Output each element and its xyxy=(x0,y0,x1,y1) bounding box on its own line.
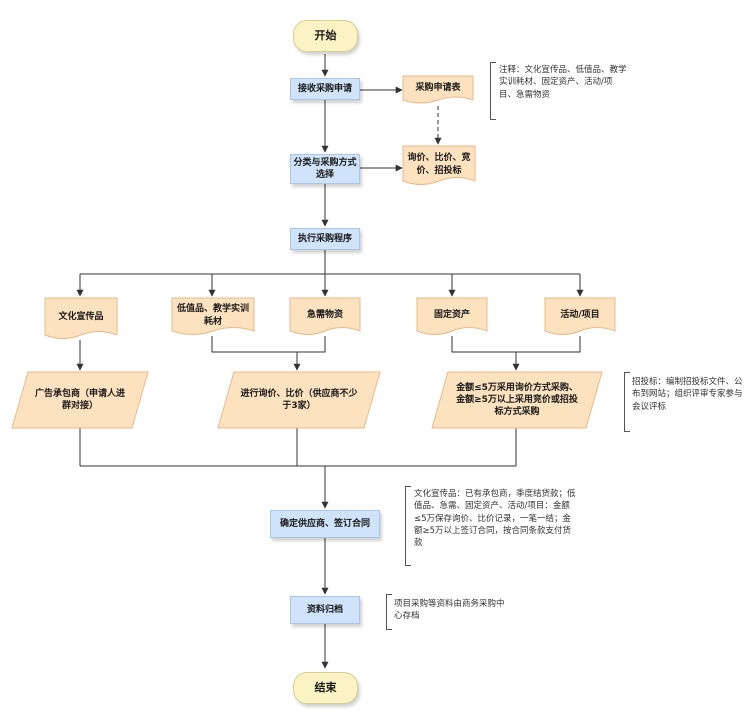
document-shape-icon xyxy=(171,297,255,335)
fixed-assets-doc: 固定资产 xyxy=(416,297,488,338)
execute-label: 执行采购程序 xyxy=(297,233,352,244)
note-categories: 注释：文化宣传品、低值品、教学实训耗材、固定资产、活动/项目、急需物资 xyxy=(499,65,627,100)
receive-request-box: 接收采购申请 xyxy=(290,78,360,100)
note-bidding: 招投标：编制招投标文件、公布到网站；组织评审专家参与会议评标 xyxy=(632,377,743,412)
parallelogram-shape-icon xyxy=(431,371,603,429)
parallelogram-shape-icon xyxy=(11,371,149,429)
activity-label: 活动/项目 xyxy=(560,310,600,321)
document-shape-icon xyxy=(289,297,361,335)
confirm-supplier-label: 确定供应商、签订合同 xyxy=(279,518,370,529)
document-shape-icon xyxy=(544,297,616,335)
end-label: 结束 xyxy=(314,680,337,694)
contractor-data: 广告承包商（申请人进群对接） xyxy=(11,371,149,429)
document-shape-icon xyxy=(416,297,488,335)
classify-label: 分类与采购方式选择 xyxy=(293,157,357,180)
amount-rule-label: 金额≤5万采用询价方式采购、金额≥5万以上采用竞价或招投标方式采购 xyxy=(456,382,578,418)
classify-box: 分类与采购方式选择 xyxy=(290,154,360,184)
activity-doc: 活动/项目 xyxy=(544,297,616,338)
confirm-supplier-box: 确定供应商、签订合同 xyxy=(270,510,380,538)
request-form-doc: 采购申请表 xyxy=(402,75,474,106)
urgent-doc: 急需物资 xyxy=(289,297,361,338)
quote-methods-label: 询价、比价、竞价、招投标 xyxy=(407,153,471,176)
promo-doc: 文化宣传品 xyxy=(44,297,118,342)
low-value-label: 低值品、教学实训耗材 xyxy=(176,304,249,327)
low-value-doc: 低值品、教学实训耗材 xyxy=(171,297,255,338)
archive-box: 资料归档 xyxy=(290,596,360,624)
start-label: 开始 xyxy=(314,28,337,42)
start-node: 开始 xyxy=(293,20,358,52)
merge-lowvalue-urgent xyxy=(211,336,326,353)
document-shape-icon xyxy=(402,75,474,104)
amount-rule-data: 金额≤5万采用询价方式采购、金额≥5万以上采用竞价或招投标方式采购 xyxy=(431,371,603,429)
note1-bracket xyxy=(490,62,496,120)
merge-fixed-activity xyxy=(451,336,581,353)
fixed-assets-label: 固定资产 xyxy=(433,310,470,321)
note3-bracket xyxy=(405,486,411,566)
parallelogram-shape-icon xyxy=(217,371,381,429)
end-node: 结束 xyxy=(293,672,358,704)
note2-bracket xyxy=(624,372,630,432)
inquiry-label: 进行询价、比价（供应商不少于3家） xyxy=(240,388,358,411)
execute-box: 执行采购程序 xyxy=(290,228,360,250)
document-shape-icon xyxy=(402,145,476,185)
promo-label: 文化宣传品 xyxy=(58,312,104,323)
note-payment: 文化宣传品：已有承包商，季度结货款；低值品、急需、固定资产、活动/项目：金额≤5… xyxy=(414,489,576,549)
request-form-label: 采购申请表 xyxy=(415,83,461,94)
note-archive: 项目采购等资料由商务采购中心存档 xyxy=(394,599,505,622)
note4-bracket xyxy=(386,594,392,630)
archive-label: 资料归档 xyxy=(306,604,343,615)
quote-methods-doc: 询价、比价、竞价、招投标 xyxy=(402,145,476,188)
inquiry-data: 进行询价、比价（供应商不少于3家） xyxy=(217,371,381,429)
urgent-label: 急需物资 xyxy=(306,310,343,321)
document-shape-icon xyxy=(44,297,118,339)
contractor-label: 广告承包商（申请人进群对接） xyxy=(34,388,125,411)
receive-request-label: 接收采购申请 xyxy=(297,83,352,94)
